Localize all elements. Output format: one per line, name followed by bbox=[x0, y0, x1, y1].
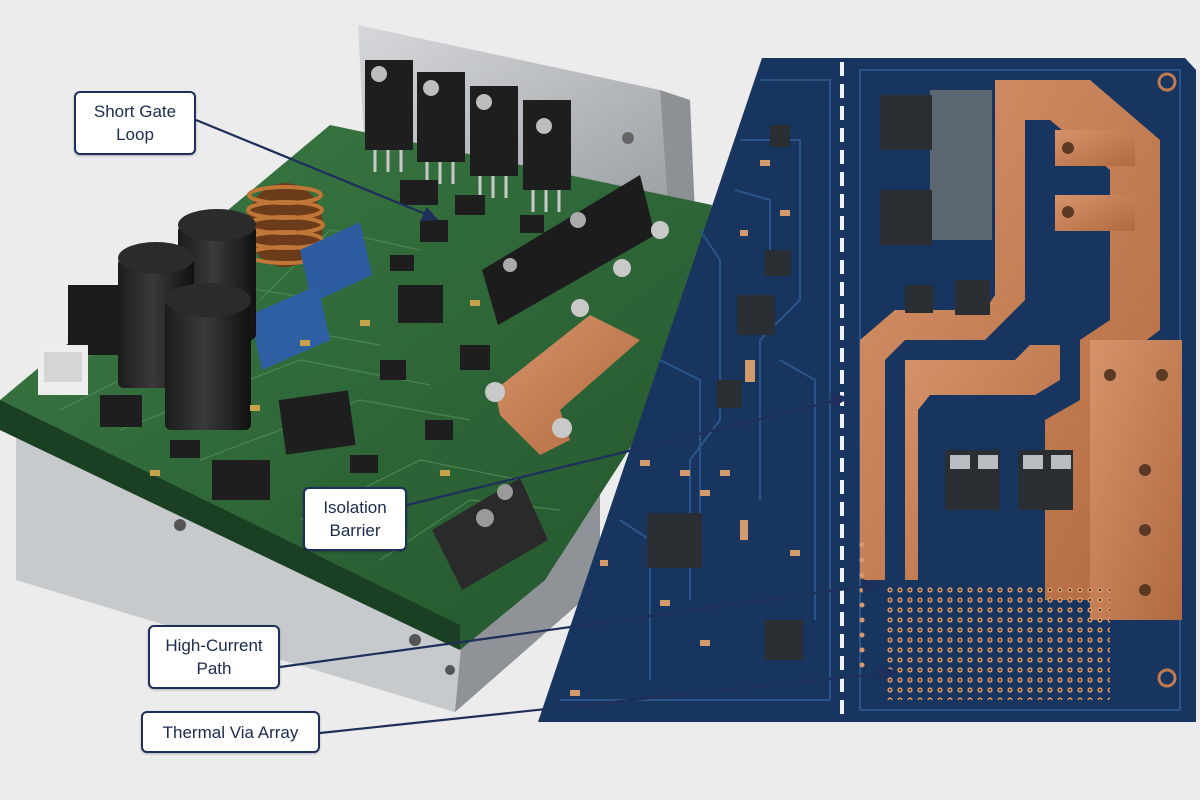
pcb-layout-view bbox=[538, 58, 1196, 722]
callout-label: Short Gate Loop bbox=[93, 102, 177, 144]
callout-label: Isolation Barrier bbox=[323, 498, 387, 540]
callout-isolation-barrier: Isolation Barrier bbox=[303, 487, 407, 551]
assembled-board bbox=[0, 25, 712, 712]
thermal-via-array bbox=[885, 585, 1110, 700]
callout-thermal-via-array: Thermal Via Array bbox=[141, 711, 320, 753]
callout-label: High-Current Path bbox=[165, 636, 263, 678]
electrolytic-capacitors bbox=[118, 209, 256, 430]
callout-high-current-path: High-Current Path bbox=[148, 625, 280, 689]
power-transistors bbox=[365, 60, 571, 212]
callout-leaders bbox=[195, 118, 898, 735]
callout-short-gate-loop: Short Gate Loop bbox=[74, 91, 196, 155]
callout-label: Thermal Via Array bbox=[162, 722, 299, 742]
